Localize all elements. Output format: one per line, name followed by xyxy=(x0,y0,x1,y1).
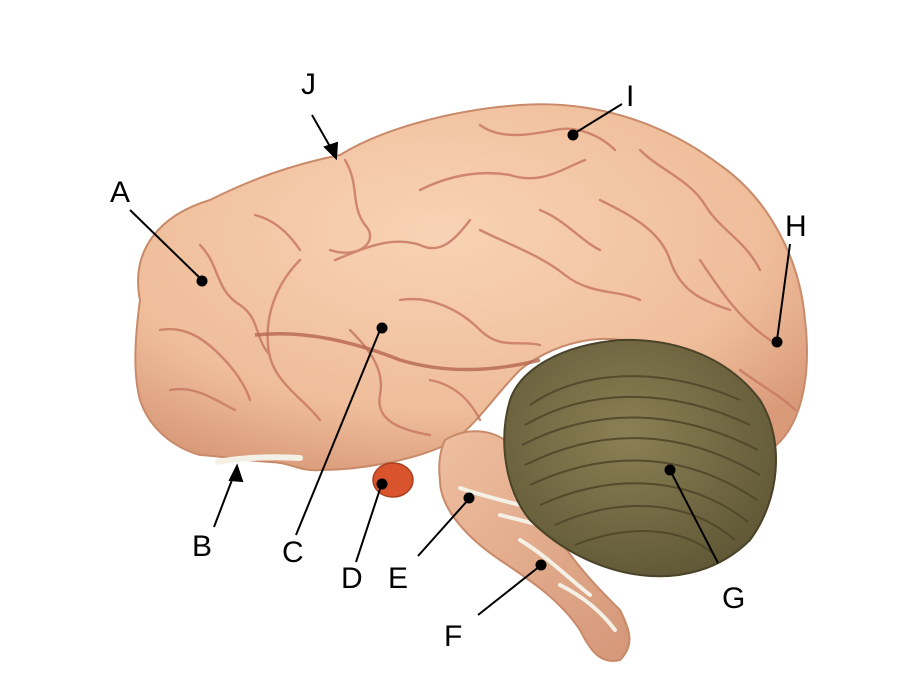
leader-line-h xyxy=(776,243,791,341)
leader-line-g xyxy=(670,471,719,564)
label-d: D xyxy=(341,562,363,595)
label-h: H xyxy=(785,210,807,243)
cerebrum xyxy=(134,103,808,472)
pointer-arrow-b xyxy=(228,463,244,483)
leader-line-i xyxy=(574,103,623,134)
leader-line-j xyxy=(311,114,333,151)
cerebellum xyxy=(503,338,777,578)
leader-line-e xyxy=(417,499,469,557)
pointer-arrow-j xyxy=(323,141,339,161)
label-e: E xyxy=(388,562,409,595)
label-a: A xyxy=(110,176,131,209)
leader-lines xyxy=(129,103,791,616)
label-g: G xyxy=(722,582,746,615)
leader-line-a xyxy=(129,209,203,281)
pointer-dot-e xyxy=(463,492,475,504)
pointer-dot-h xyxy=(771,336,783,348)
pointer-dot-a xyxy=(196,275,208,287)
label-j: J xyxy=(301,68,316,101)
pointer-dot-c xyxy=(376,322,388,334)
pointer-dot-f xyxy=(535,559,547,571)
pointer-dot-d xyxy=(376,478,388,490)
label-f: F xyxy=(444,620,463,653)
label-c: C xyxy=(282,536,304,569)
pointer-dot-i xyxy=(567,129,579,141)
label-b: B xyxy=(192,530,213,563)
leader-line-c xyxy=(295,329,381,536)
leader-line-b xyxy=(213,471,236,528)
olfactory-structure xyxy=(215,454,303,465)
label-i: I xyxy=(626,80,635,113)
leader-line-d xyxy=(355,485,382,563)
pointer-dot-g xyxy=(664,464,676,476)
leader-line-f xyxy=(477,565,541,616)
